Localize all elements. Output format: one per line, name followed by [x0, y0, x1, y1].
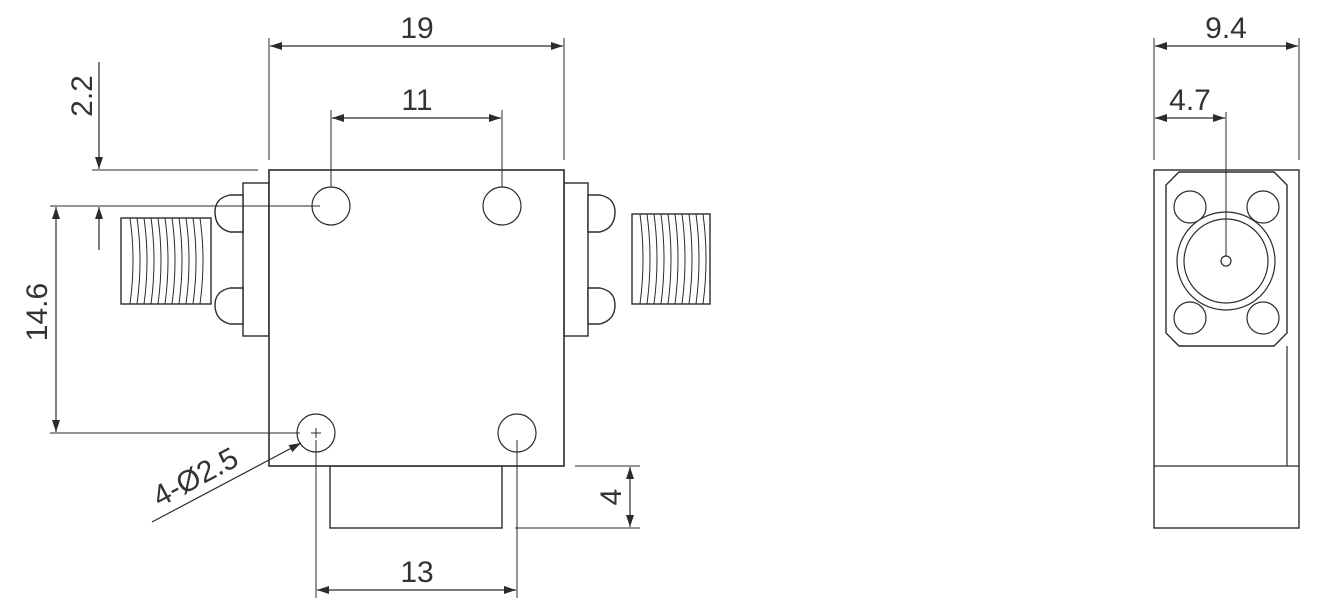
dim-tab-height: 4 — [595, 489, 628, 506]
dim-side-center: 4.7 — [1169, 84, 1211, 117]
dim-hole-spacing-top: 11 — [401, 84, 432, 117]
flange-hole — [1173, 190, 1207, 224]
mounting-hole — [482, 186, 522, 226]
flange-hole — [1246, 190, 1280, 224]
dim-side-width: 9.4 — [1205, 12, 1247, 45]
dim-width-overall: 19 — [400, 12, 433, 45]
dim-hole-callout: 4-Ø2.5 — [147, 442, 243, 514]
bottom-tab — [329, 465, 503, 529]
dim-top-offset: 2.2 — [66, 75, 99, 117]
dim-height-holes: 14.6 — [21, 283, 54, 341]
connector-pin — [1220, 255, 1232, 267]
flange-hole — [1246, 301, 1280, 335]
flange-hole — [1173, 301, 1207, 335]
side-extension-lines — [1153, 38, 1300, 256]
front-view: 19 11 2.2 14.6 4-Ø2.5 4 13 — [21, 12, 711, 598]
dim-hole-spacing-bottom: 13 — [400, 556, 433, 589]
right-connector — [563, 182, 711, 337]
left-connector — [120, 182, 270, 337]
side-view: 9.4 4.7 — [1153, 12, 1300, 529]
hole-callout-leader — [151, 442, 302, 523]
extension-lines — [50, 38, 640, 598]
